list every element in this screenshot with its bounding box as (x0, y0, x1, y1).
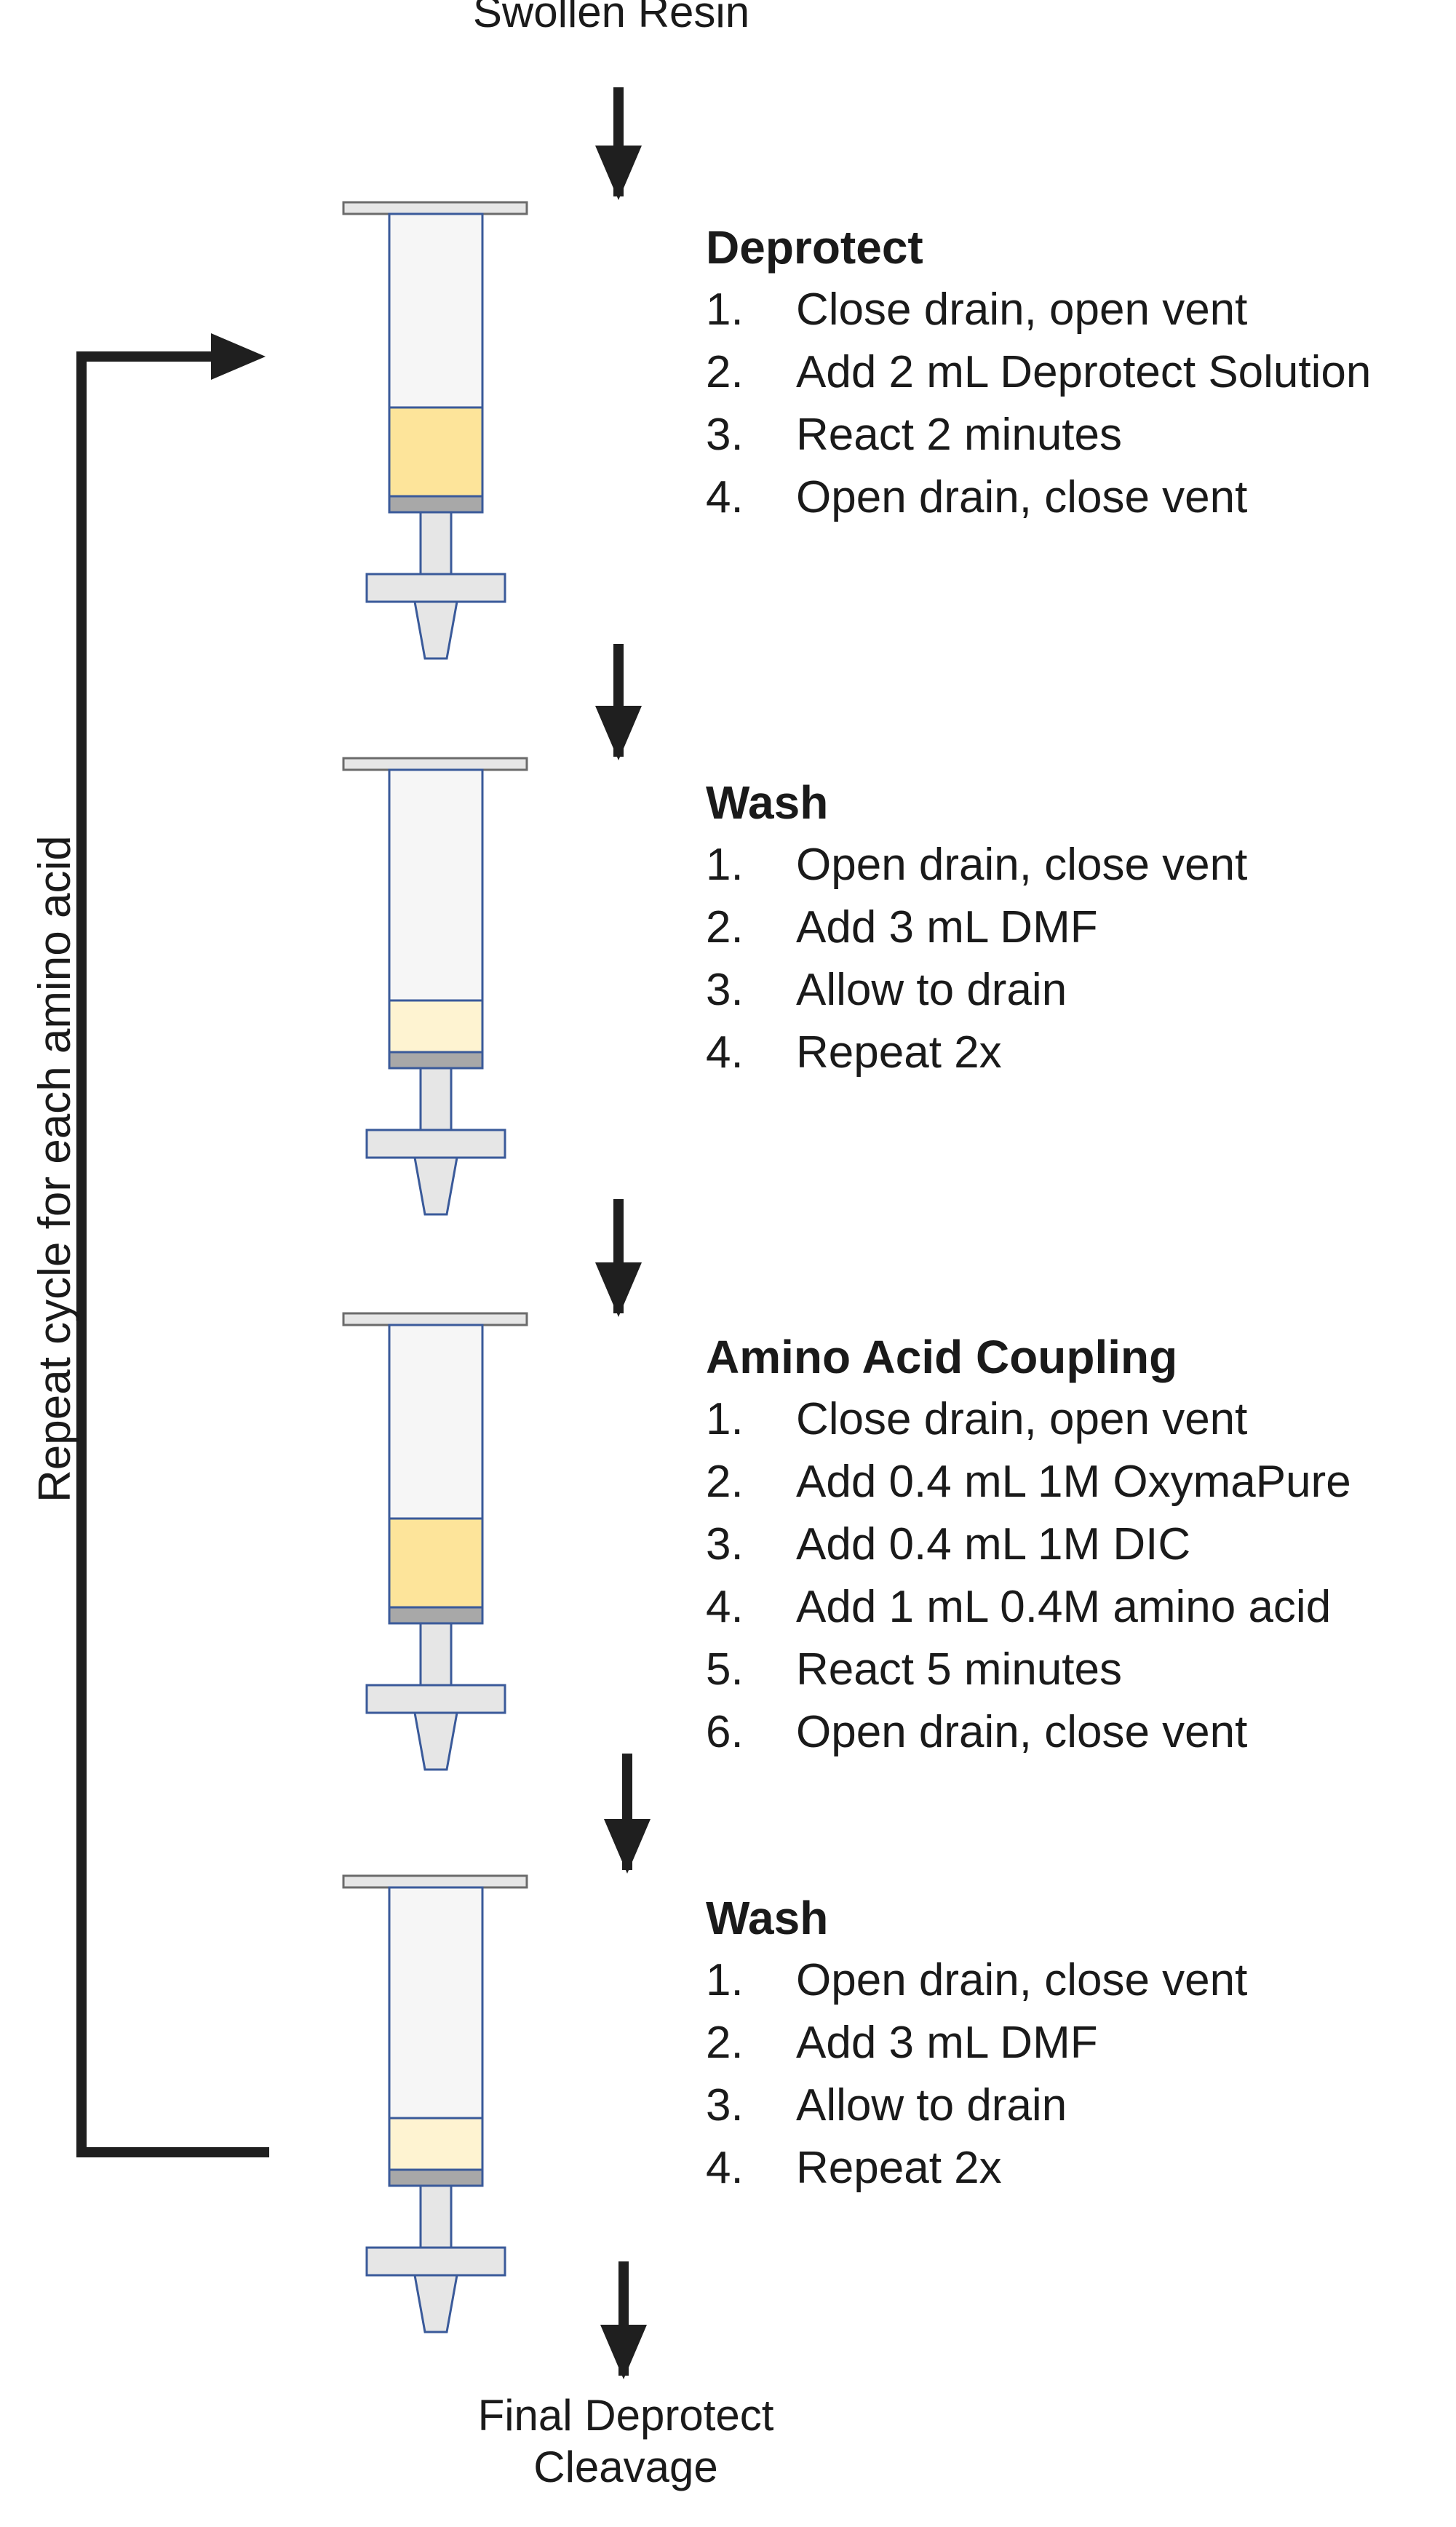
flow-arrow (595, 87, 642, 200)
end-label: Final Deprotect Cleavage (422, 2390, 830, 2494)
step-item: 1.Open drain, close vent (706, 1955, 1248, 2005)
step-list: 1.Open drain, close vent 2.Add 3 mL DMF … (706, 1949, 1247, 2200)
frit (388, 495, 484, 514)
step-item: 4.Repeat 2x (706, 1027, 1002, 1078)
step-item: 4.Add 1 mL 0.4M amino acid (706, 1582, 1332, 1632)
step-deprotect: Deprotect 1.Close drain, open vent 2.Add… (706, 216, 1371, 529)
frit (388, 1051, 484, 1070)
step-title: Amino Acid Coupling (706, 1331, 1178, 1383)
step-item: 5.React 5 minutes (706, 1644, 1122, 1695)
flow-arrow (595, 644, 642, 760)
step-list: 1.Close drain, open vent 2.Add 0.4 mL 1M… (706, 1388, 1351, 1764)
step-item: 3.Allow to drain (706, 965, 1067, 1015)
step-title: Wash (706, 1892, 829, 1944)
syringe-column (342, 1874, 528, 2333)
step-item: 1.Close drain, open vent (706, 284, 1248, 335)
syringe-column (342, 757, 528, 1216)
step-item: 1.Open drain, close vent (706, 840, 1248, 890)
flow-arrow (604, 1754, 651, 1874)
step-item: 3.React 2 minutes (706, 410, 1122, 460)
reagent-fill (388, 2117, 484, 2171)
reagent-fill (388, 1517, 484, 1609)
end-label-line1: Final Deprotect (477, 2391, 774, 2440)
step-amino-acid-coupling: Amino Acid Coupling 1.Close drain, open … (706, 1326, 1351, 1764)
step-item: 4.Repeat 2x (706, 2143, 1002, 2193)
step-wash: Wash 1.Open drain, close vent 2.Add 3 mL… (706, 1887, 1247, 2200)
reagent-fill (388, 406, 484, 498)
flow-arrow (595, 1199, 642, 1317)
step-item: 3.Add 0.4 mL 1M DIC (706, 1519, 1191, 1569)
end-label-line2: Cleavage (533, 2442, 718, 2491)
loop-arrow (76, 333, 269, 2157)
step-title: Wash (706, 776, 829, 829)
step-item: 2.Add 3 mL DMF (706, 2018, 1098, 2068)
frit (388, 1606, 484, 1625)
frit (388, 2168, 484, 2187)
step-item: 2.Add 0.4 mL 1M OxymaPure (706, 1457, 1351, 1507)
step-item: 2.Add 3 mL DMF (706, 902, 1098, 952)
flow-arrow (600, 2261, 647, 2379)
step-item: 4.Open drain, close vent (706, 472, 1248, 522)
step-item: 6.Open drain, close vent (706, 1707, 1248, 1757)
step-item: 3.Allow to drain (706, 2080, 1067, 2130)
step-title: Deprotect (706, 221, 923, 274)
syringe-column (342, 201, 528, 660)
syringe-column (342, 1312, 528, 1771)
step-wash: Wash 1.Open drain, close vent 2.Add 3 mL… (706, 771, 1247, 1084)
step-list: 1.Close drain, open vent 2.Add 2 mL Depr… (706, 279, 1371, 529)
step-item: 2.Add 2 mL Deprotect Solution (706, 347, 1372, 397)
loop-label: Repeat cycle for each amino acid (30, 835, 80, 1503)
start-label: Swollen Resin (472, 0, 750, 36)
step-list: 1.Open drain, close vent 2.Add 3 mL DMF … (706, 834, 1247, 1084)
step-item: 1.Close drain, open vent (706, 1394, 1248, 1444)
reagent-fill (388, 999, 484, 1054)
